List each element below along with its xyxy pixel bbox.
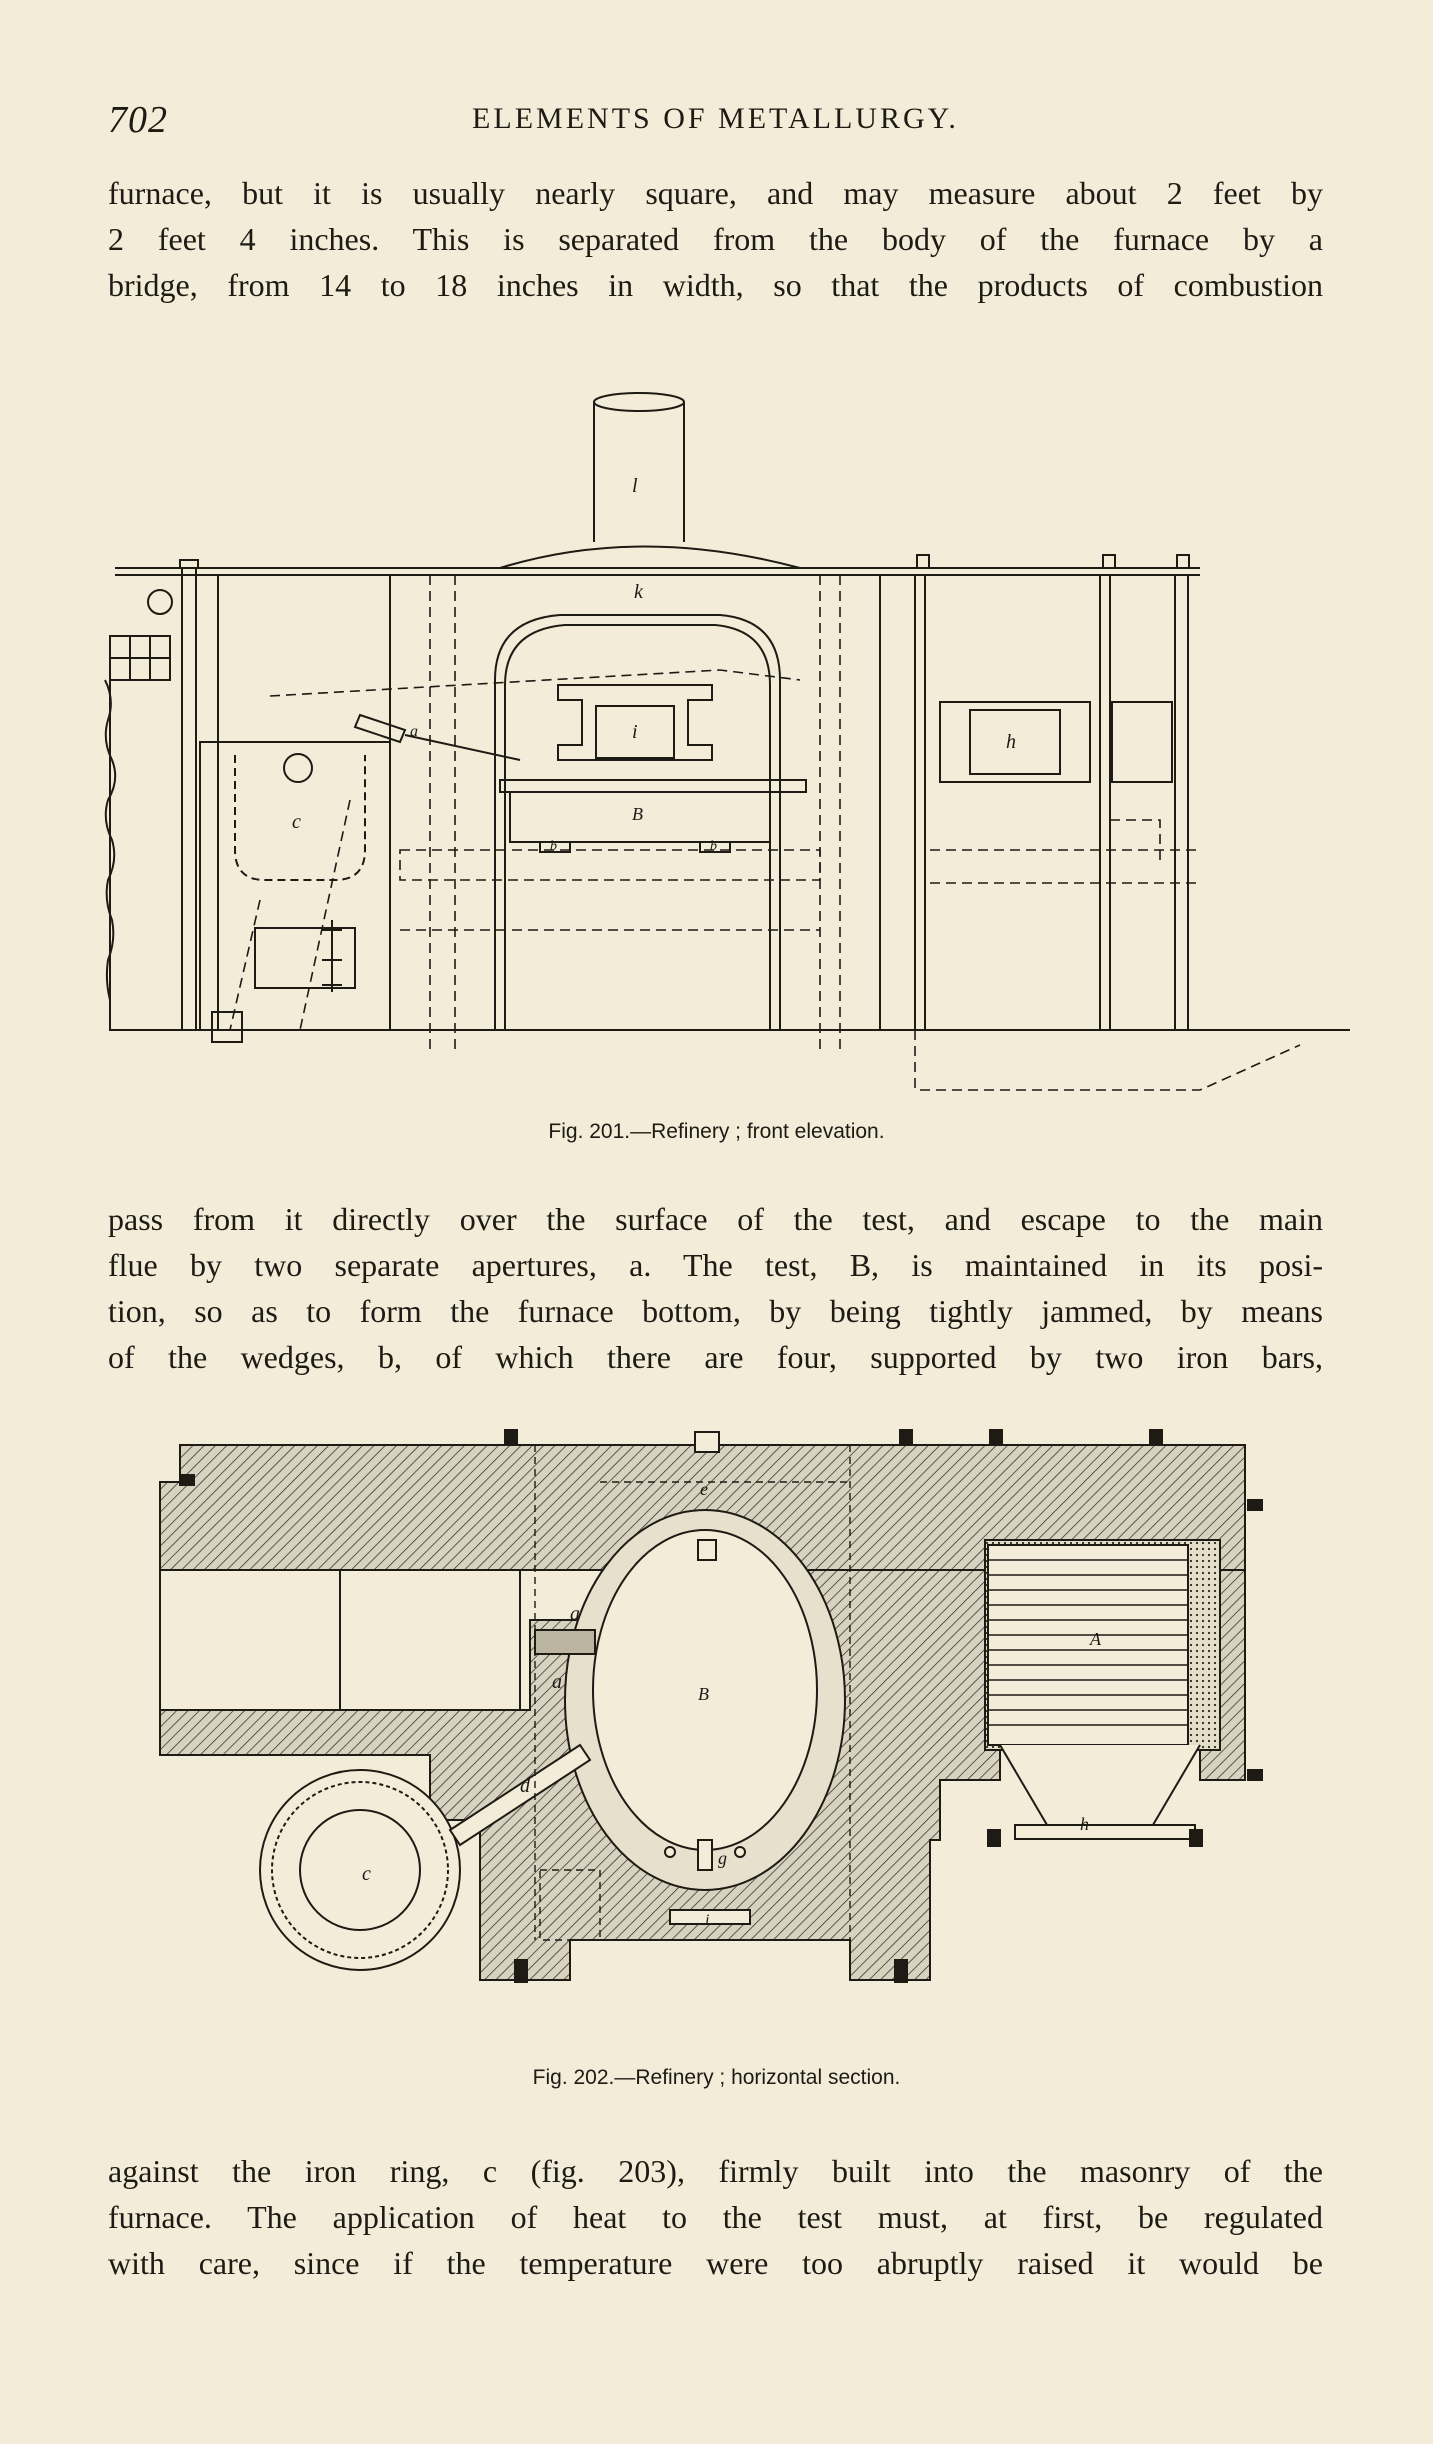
figure-201-front-elevation: l k i B b b c a h [104, 392, 1350, 1091]
text-line: furnace, but it is usually nearly square… [108, 175, 1323, 211]
label-h: h [1006, 731, 1016, 753]
label-i: i [705, 1912, 709, 1929]
label-b-left: b [550, 839, 557, 854]
label-a-top: a [570, 1603, 580, 1625]
label-a-bottom: a [552, 1671, 562, 1693]
label-i: i [632, 721, 638, 743]
label-A: A [1089, 1629, 1102, 1649]
label-k: k [634, 581, 644, 603]
text-line: 2 feet 4 inches. This is separated from … [108, 221, 1323, 257]
text-line: bridge, from 14 to 18 inches in width, s… [108, 267, 1323, 303]
page-header: 702 ELEMENTS OF METALLURGY. [108, 98, 1323, 148]
figure-202-caption: Fig. 202.—Refinery ; horizontal section. [532, 2066, 901, 2089]
label-a: a [410, 723, 418, 740]
label-g: g [718, 1848, 727, 1868]
text-line: with care, since if the temperature were… [108, 2245, 1323, 2281]
label-l: l [632, 475, 638, 497]
label-e: e [700, 1479, 708, 1499]
label-h: h [1080, 1814, 1089, 1834]
text-line: pass from it directly over the surface o… [108, 1201, 1323, 1237]
figure-201-caption: Fig. 201.—Refinery ; front elevation. [548, 1120, 885, 1143]
text-line: tion, so as to form the furnace bottom, … [108, 1293, 1323, 1329]
label-c: c [292, 811, 301, 833]
paragraph-3: against the iron ring, c (fig. 203), fir… [108, 2148, 1323, 2286]
label-d: d [520, 1775, 531, 1797]
running-title: ELEMENTS OF METALLURGY. [472, 102, 959, 135]
text-line: furnace. The application of heat to the … [108, 2199, 1323, 2235]
page-number: 702 [108, 99, 168, 141]
label-b-right: b [710, 839, 717, 854]
paragraph-2: pass from it directly over the surface o… [108, 1196, 1323, 1380]
text-line: flue by two separate apertures, a. The t… [108, 1247, 1323, 1283]
label-c: c [362, 1863, 371, 1885]
figure-202-horizontal-section: e a a B A d c g i h [159, 1429, 1263, 1983]
text-line: of the wedges, b, of which there are fou… [108, 1339, 1323, 1375]
paragraph-1: furnace, but it is usually nearly square… [108, 170, 1323, 308]
label-B: B [698, 1684, 709, 1704]
label-B: B [632, 804, 643, 824]
text-line: against the iron ring, c (fig. 203), fir… [108, 2153, 1323, 2189]
